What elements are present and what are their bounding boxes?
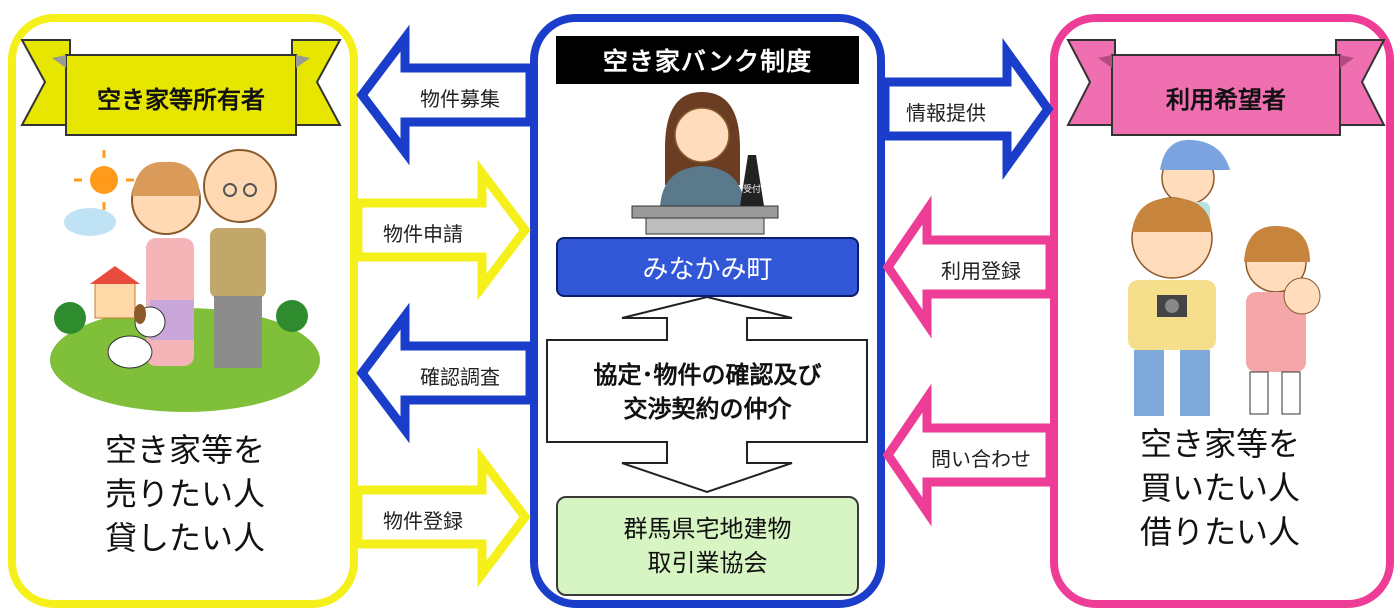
confirm-arrow xyxy=(356,302,535,444)
owner-desc-line-1: 空き家等を xyxy=(104,431,265,469)
arrow-label-register: 物件登録 xyxy=(383,509,463,533)
owner-desc-line-2: 売りたい人 xyxy=(104,475,265,513)
elderly-couple-illustration xyxy=(50,149,320,412)
mediation-line-2: 交渉契約の仲介 xyxy=(623,395,792,423)
mediation-text: 協定･物件の確認及び 交渉契約の仲介 xyxy=(556,358,859,426)
receptionist-illustration: 受付 xyxy=(631,92,779,235)
user-ribbon xyxy=(1066,39,1386,136)
arrow-label-recruit: 物件募集 xyxy=(420,87,500,111)
association-line-2: 取引業協会 xyxy=(647,549,768,577)
arrow-label-apply: 物件申請 xyxy=(383,222,463,246)
owner-description: 空き家等を 売りたい人 貸したい人 xyxy=(40,428,330,560)
register-arrow xyxy=(353,446,531,588)
arrow-label-inquiry: 問い合わせ xyxy=(931,447,1031,471)
user-desc-line-2: 買いたい人 xyxy=(1139,469,1300,507)
mediation-line-1: 協定･物件の確認及び xyxy=(593,361,822,389)
inquiry-arrow xyxy=(882,383,1055,527)
mediation-double-arrow xyxy=(546,295,868,494)
town-box: みなかみ町 xyxy=(556,237,859,297)
user-description: 空き家等を 買いたい人 借りたい人 xyxy=(1075,422,1365,554)
owner-desc-line-3: 貸したい人 xyxy=(104,519,265,557)
arrow-label-confirm: 確認調査 xyxy=(420,365,500,389)
recruit-arrow xyxy=(356,24,535,166)
association-line-1: 群馬県宅地建物 xyxy=(623,515,792,543)
user-ribbon-label: 利用希望者 xyxy=(1166,86,1286,114)
owner-ribbon-label: 空き家等所有者 xyxy=(97,86,265,114)
center-title: 空き家バンク制度 xyxy=(556,36,859,84)
use-register-arrow xyxy=(882,195,1055,339)
association-box: 群馬県宅地建物 取引業協会 xyxy=(556,496,859,596)
user-desc-line-1: 空き家等を xyxy=(1139,425,1300,463)
owner-ribbon xyxy=(20,39,342,136)
info-arrow xyxy=(880,38,1054,180)
family-illustration xyxy=(1128,139,1321,416)
apply-arrow xyxy=(353,159,531,301)
arrow-label-info: 情報提供 xyxy=(906,101,986,125)
user-desc-line-3: 借りたい人 xyxy=(1139,513,1300,551)
reception-sign: 受付 xyxy=(743,183,761,195)
arrow-label-use-register: 利用登録 xyxy=(941,259,1021,283)
